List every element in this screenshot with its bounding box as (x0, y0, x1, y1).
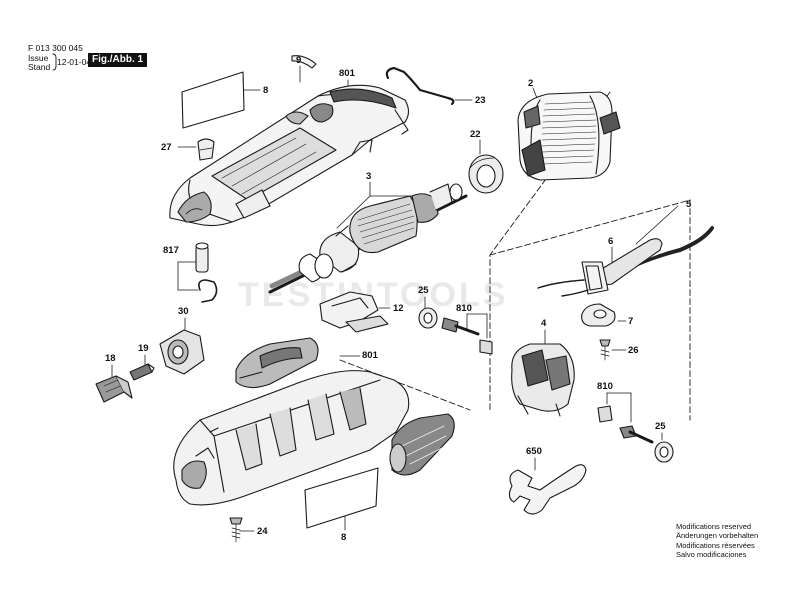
callout-7: 7 (628, 316, 634, 327)
callout-2: 2 (528, 78, 534, 89)
callout-6: 6 (608, 236, 614, 247)
screw-26 (599, 339, 611, 361)
cord-guard (537, 238, 663, 297)
callout-8-top: 8 (263, 85, 269, 96)
callout-24: 24 (257, 526, 268, 537)
callout-22: 22 (470, 129, 481, 140)
callout-25-bottom: 25 (655, 421, 666, 432)
callout-23: 23 (475, 95, 486, 106)
label-plate-top (181, 71, 245, 129)
callout-25-top: 25 (418, 285, 429, 296)
issue-date: 12-01-04 (57, 57, 92, 67)
callout-19: 19 (138, 343, 149, 354)
collet-nut-30 (159, 329, 205, 375)
housing-shell-top (169, 84, 410, 227)
callout-12: 12 (393, 303, 404, 314)
stand-label: Stand (28, 62, 51, 72)
screw-24 (229, 517, 243, 543)
screw-nut-810-top (441, 317, 493, 355)
brush-holder (511, 343, 575, 417)
field-coil (517, 91, 621, 181)
armature-rotor (268, 183, 468, 294)
wrench-650 (508, 464, 587, 515)
label-plate-bottom (304, 467, 379, 529)
callout-30: 30 (178, 306, 189, 317)
callout-27: 27 (161, 142, 172, 153)
nose-cap (389, 413, 455, 476)
callout-5: 5 (686, 199, 692, 210)
wire-clip (385, 66, 455, 106)
note-line: Salvo modificaciones (676, 550, 747, 560)
clip-part (291, 55, 317, 69)
collet-19 (129, 363, 155, 381)
doc-number: F 013 300 045 (28, 43, 83, 53)
callout-817: 817 (163, 245, 179, 256)
issue-label: Issue (28, 53, 49, 63)
bearing-ring (468, 154, 504, 194)
callout-810-top: 810 (456, 303, 472, 314)
pin-817 (195, 242, 209, 273)
note-line: Änderungen vorbehalten (676, 531, 759, 541)
switch-cover (235, 337, 319, 389)
callout-810-bottom: 810 (597, 381, 613, 392)
housing-shell-bottom (173, 370, 410, 506)
modification-notes: Modifications reserved Änderungen vorbeh… (676, 522, 758, 560)
figure-label: Fig./Abb. 1 (88, 53, 148, 67)
callout-9: 9 (296, 55, 302, 66)
screw-nut-810-bottom (597, 405, 654, 444)
bracket-12 (319, 291, 389, 333)
callout-26: 26 (628, 345, 639, 356)
callout-3: 3 (366, 171, 372, 182)
note-line: Modifications réservées (676, 540, 755, 550)
callout-801-top: 801 (339, 68, 355, 79)
small-cap-part (197, 138, 215, 161)
callout-650: 650 (526, 446, 542, 457)
collet-18 (95, 375, 133, 403)
callout-18: 18 (105, 353, 116, 364)
callout-8-bottom: 8 (341, 532, 347, 543)
bushing-25-top (418, 307, 438, 329)
snap-ring (198, 279, 218, 303)
callout-801-bottom: 801 (362, 350, 378, 361)
cord-clamp (581, 303, 616, 327)
note-line: Modifications reserved (676, 522, 752, 531)
bushing-25-bottom (654, 441, 674, 463)
callout-4: 4 (541, 318, 547, 329)
